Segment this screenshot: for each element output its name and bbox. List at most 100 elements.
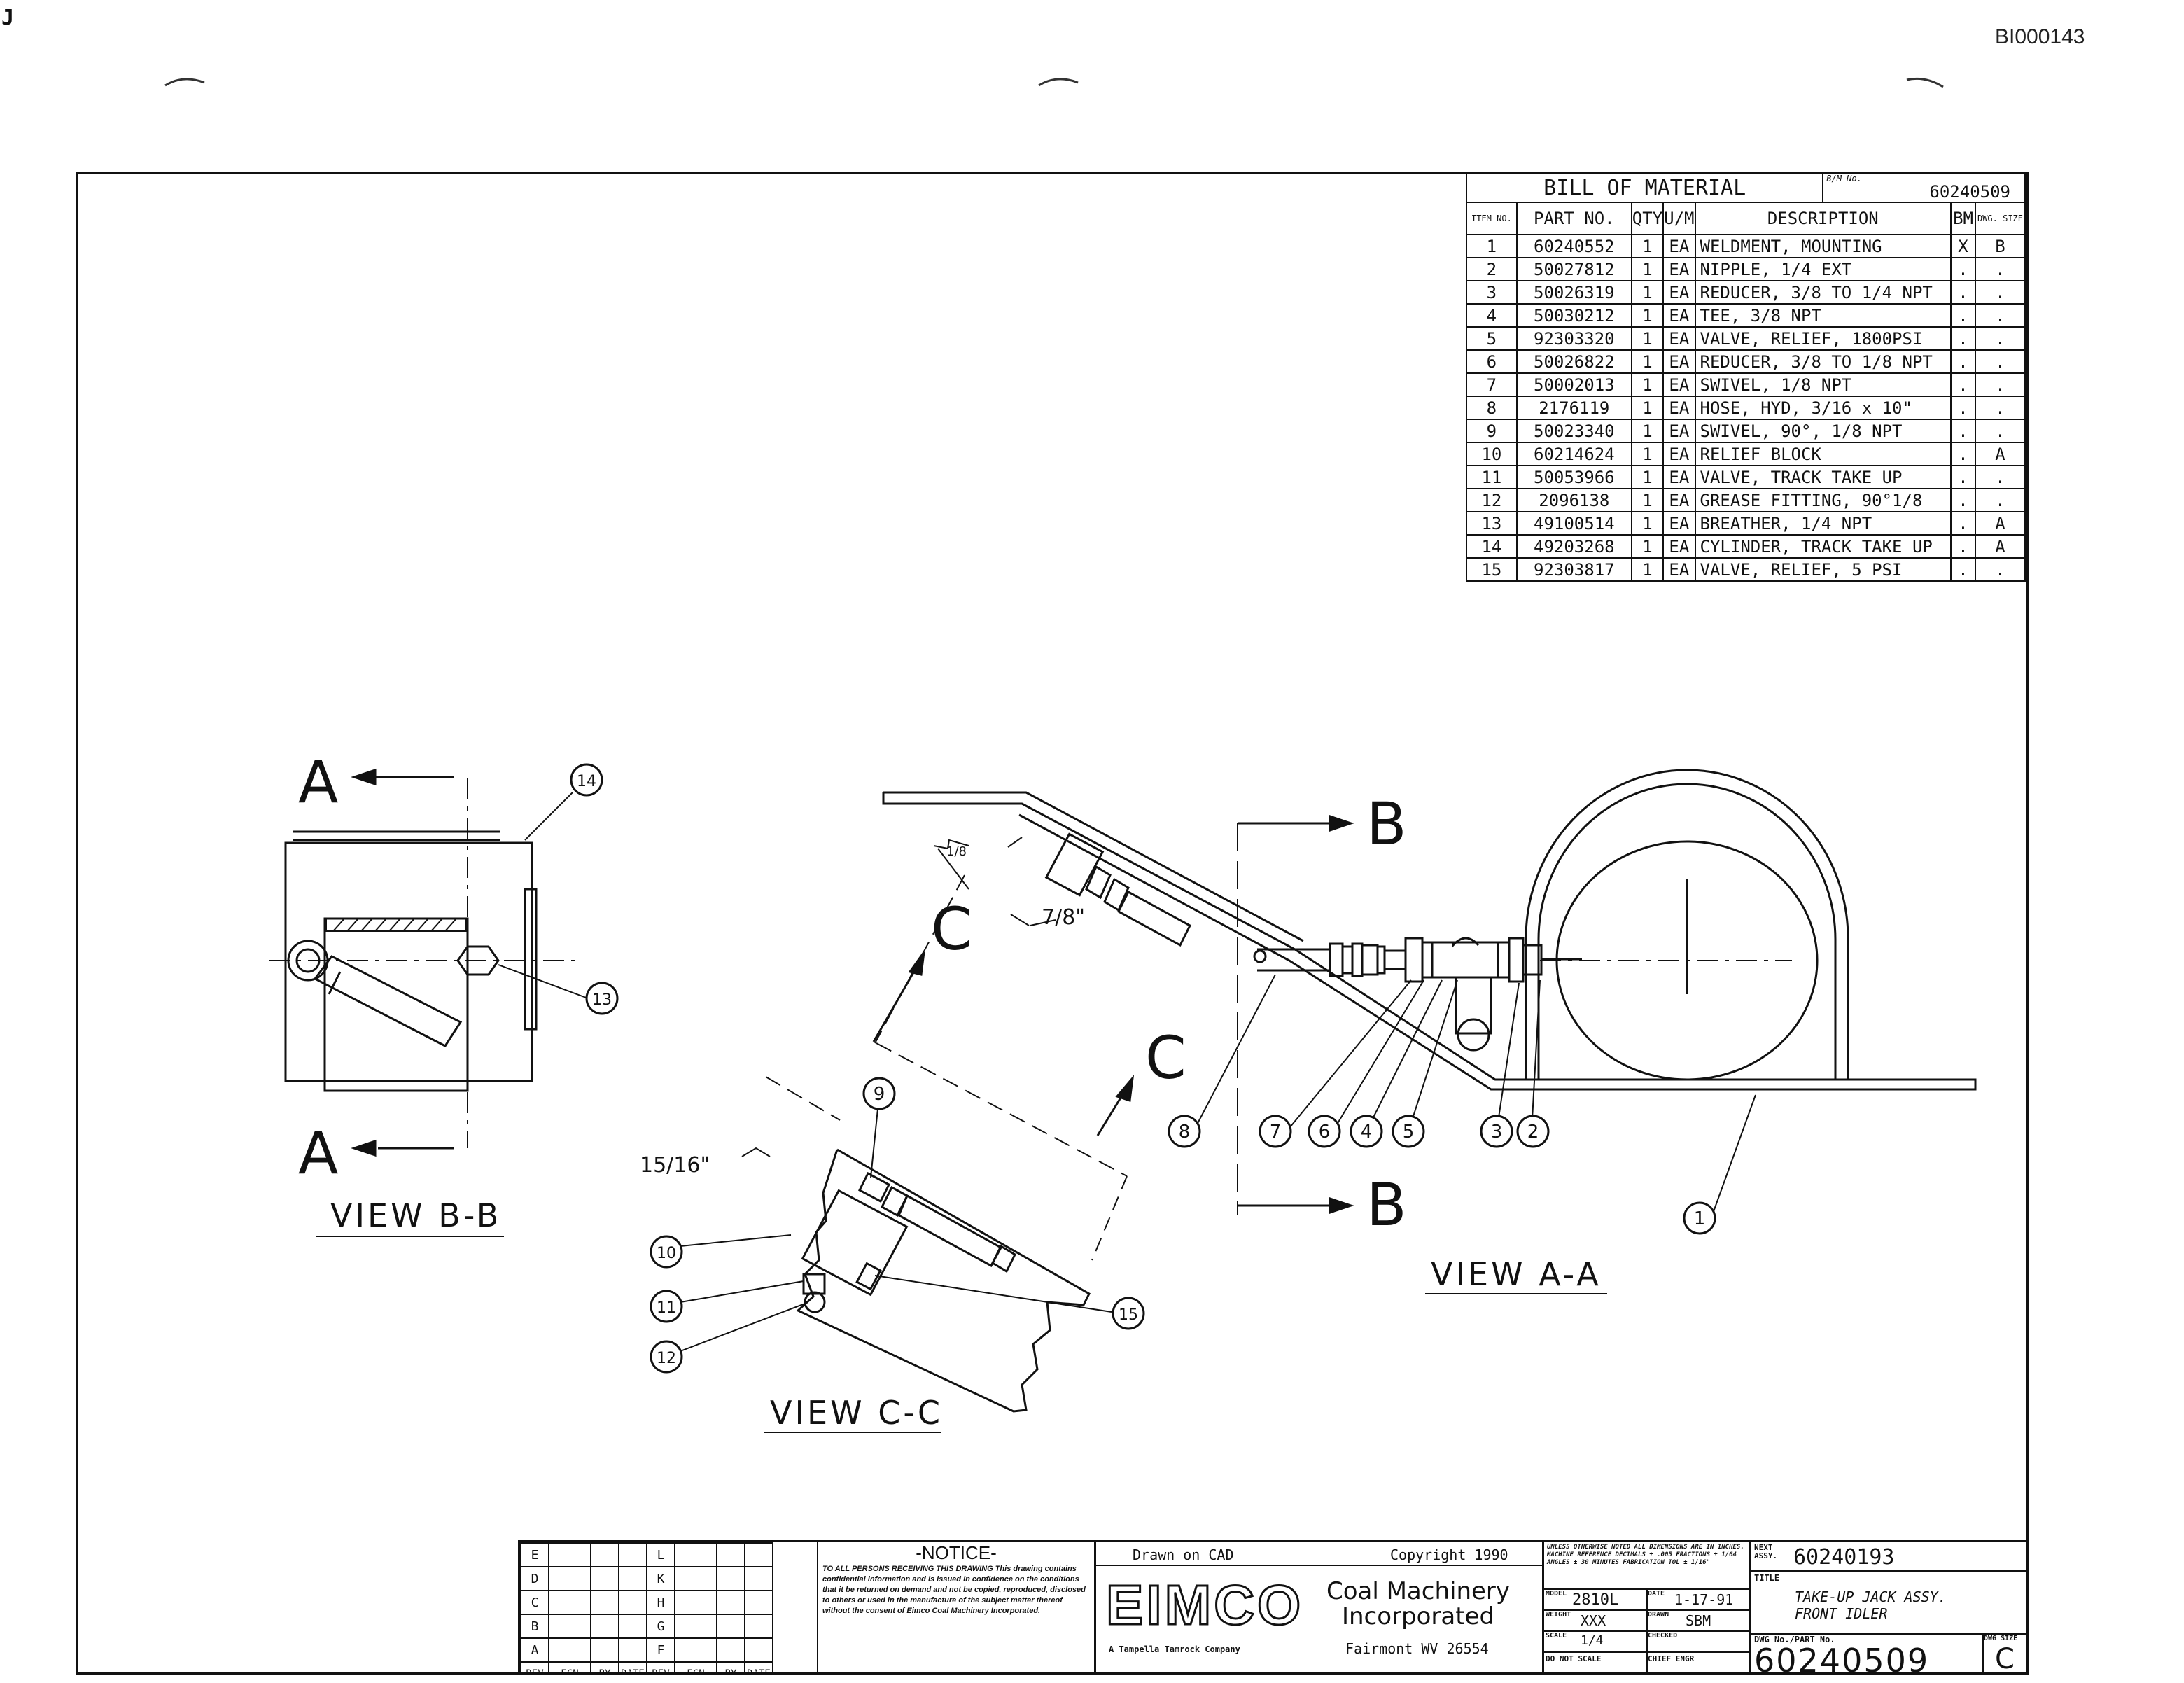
- rev-by-cell: [590, 1566, 620, 1591]
- rev-by-cell: [590, 1590, 620, 1615]
- dimensions: 15/16" 7/8" 1/8: [640, 844, 1085, 1178]
- bom-cell-um: EA: [1662, 442, 1696, 466]
- view-aa-drawing: [882, 769, 1977, 1215]
- bom-cell-desc: TEE, 3/8 NPT: [1694, 303, 1952, 328]
- bom-cell-qty: 1: [1630, 326, 1665, 351]
- rev-header: ECN: [548, 1661, 592, 1672]
- view-titles: VIEW B-B VIEW A-A VIEW C-C: [316, 1196, 1607, 1433]
- bom-cell-um: EA: [1662, 326, 1696, 351]
- bom-cell-qty: 1: [1630, 534, 1665, 559]
- bom-cell-desc: SWIVEL, 1/8 NPT: [1694, 372, 1952, 397]
- rev-by-cell: [590, 1542, 620, 1567]
- title-info-block: NEXT ASSY. 60240193 TITLE TAKE-UP JACK A…: [1749, 1542, 2026, 1672]
- rev-header: REV: [646, 1661, 676, 1672]
- bom-cell-um: EA: [1662, 488, 1696, 512]
- drawing-frame: [76, 172, 2029, 1675]
- dwg-number: 60240509: [1754, 1642, 1930, 1672]
- bom-header-qty: QTY: [1630, 202, 1665, 235]
- tolerance-note: UNLESS OTHERWISE NOTED ALL DIMENSIONS AR…: [1547, 1544, 1744, 1566]
- rev-date-cell: [618, 1637, 648, 1663]
- bom-cell-part: 49203268: [1516, 534, 1632, 559]
- bom-cell-bm: .: [1950, 303, 1976, 328]
- balloon-circle-10: [650, 1235, 683, 1269]
- balloon-circle-8: [1168, 1115, 1201, 1148]
- rev-date-cell: [744, 1614, 774, 1639]
- bom-cell-bm: .: [1950, 442, 1976, 466]
- balloon-1: 1: [1694, 1208, 1706, 1229]
- bom-cell-part: 92303320: [1516, 326, 1632, 351]
- bom-cell-um: EA: [1662, 396, 1696, 420]
- bom-cell-item: 2: [1466, 257, 1518, 281]
- bom-cell-dwg: .: [1974, 488, 2026, 512]
- bom-cell-dwg: A: [1974, 511, 2026, 536]
- scale-value: 1/4: [1581, 1633, 1604, 1648]
- rev-letter: C: [520, 1590, 550, 1615]
- assembly-drawing: A A B B C C 15/16" 7/8" 1/8 VIEW B-B VIE…: [269, 748, 1977, 1433]
- bom-cell-part: 60240552: [1516, 234, 1632, 258]
- rev-date-cell: [618, 1590, 648, 1615]
- bom-cell-item: 15: [1466, 557, 1518, 582]
- bom-cell-dwg: B: [1974, 234, 2026, 258]
- rev-header: BY: [716, 1661, 746, 1672]
- drawing-title-line-1: TAKE-UP JACK ASSY.: [1795, 1588, 1947, 1605]
- bom-cell-item: 6: [1466, 349, 1518, 374]
- drawn-label: DRAWN: [1648, 1611, 1670, 1619]
- bom-cell-um: EA: [1662, 465, 1696, 489]
- title-label: TITLE: [1754, 1573, 1780, 1583]
- view-cc-drawing: [741, 837, 1135, 1413]
- company-line-1: Coal Machinery: [1326, 1577, 1511, 1605]
- rev-letter: D: [520, 1566, 550, 1591]
- bom-cell-qty: 1: [1630, 349, 1665, 374]
- company-location: Fairmont WV 26554: [1345, 1640, 1489, 1657]
- bom-cell-item: 8: [1466, 396, 1518, 420]
- model-label: MODEL: [1546, 1590, 1567, 1598]
- bom-cell-part: 49100514: [1516, 511, 1632, 536]
- bom-header-part: PART NO.: [1516, 202, 1632, 235]
- bom-cell-qty: 1: [1630, 465, 1665, 489]
- bom-cell-bm: .: [1950, 488, 1976, 512]
- rev-letter: L: [646, 1542, 676, 1567]
- view-bb-title: VIEW B-B: [330, 1196, 501, 1234]
- date-label: DATE: [1648, 1590, 1665, 1598]
- drawn-value: SBM: [1686, 1612, 1712, 1629]
- bom-cell-item: 12: [1466, 488, 1518, 512]
- bom-cell-part: 92303817: [1516, 557, 1632, 582]
- bom-header-item: ITEM NO.: [1466, 202, 1518, 235]
- bom-header-um: U/M: [1662, 202, 1696, 235]
- bom-cell-bm: .: [1950, 372, 1976, 397]
- rev-ecn-cell: [548, 1590, 592, 1615]
- bom-cell-part: 60214624: [1516, 442, 1632, 466]
- bom-number-cell: B/M No. 60240509: [1822, 172, 2026, 203]
- view-bb-drawing: [269, 768, 581, 1157]
- bom-cell-dwg: .: [1974, 465, 2026, 489]
- rev-date-cell: [618, 1566, 648, 1591]
- balloon-circle-14: [570, 763, 603, 797]
- rev-by-cell: [590, 1614, 620, 1639]
- rev-date-cell: [744, 1542, 774, 1567]
- bom-cell-um: EA: [1662, 303, 1696, 328]
- balloon-13: 13: [592, 991, 612, 1009]
- dwg-size-value: C: [1995, 1643, 2015, 1672]
- leader-lines: [498, 792, 1756, 1352]
- bom-cell-part: 50053966: [1516, 465, 1632, 489]
- balloon-circle-15: [1112, 1297, 1145, 1330]
- rev-header: REV: [520, 1661, 550, 1672]
- balloon-4: 4: [1361, 1122, 1373, 1143]
- rev-ecn-cell: [674, 1590, 718, 1615]
- bom-header-dwg-size: DWG. SIZE: [1974, 202, 2026, 235]
- rev-ecn-cell: [674, 1542, 718, 1567]
- corner-mark: J: [1, 6, 15, 30]
- balloon-15: 15: [1119, 1306, 1138, 1324]
- rev-date-cell: [744, 1566, 774, 1591]
- dwg-size-label: DWG SIZE: [1984, 1635, 2018, 1642]
- notice-body: TO ALL PERSONS RECEIVING THIS DRAWING Th…: [822, 1565, 1086, 1615]
- balloon-circle-3: [1480, 1115, 1513, 1148]
- balloon-circle-6: [1308, 1115, 1341, 1148]
- copyright: Copyright 1990: [1390, 1546, 1508, 1563]
- notice-block: -NOTICE- TO ALL PERSONS RECEIVING THIS D…: [817, 1542, 1094, 1672]
- do-not-scale: DO NOT SCALE: [1546, 1654, 1602, 1663]
- balloon-circle-12: [650, 1340, 683, 1374]
